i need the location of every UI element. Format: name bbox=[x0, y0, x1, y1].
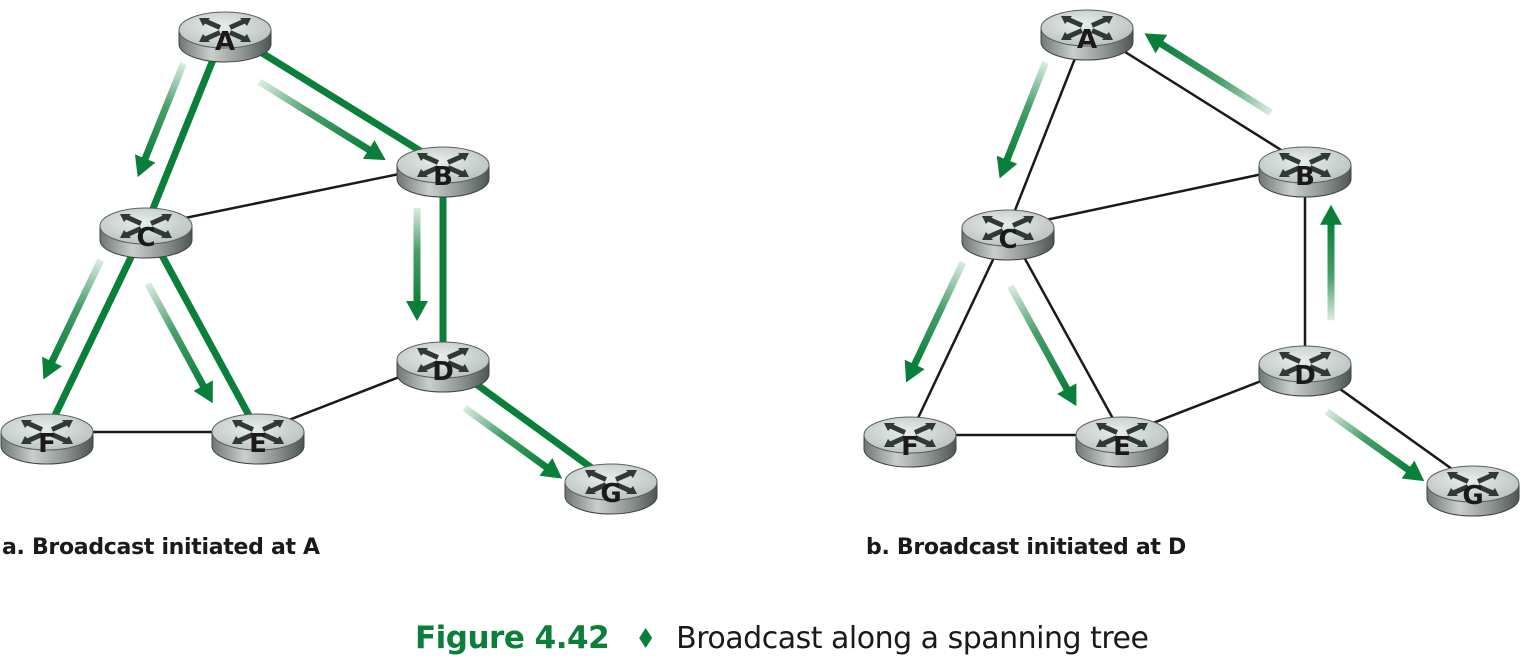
edge-C-E bbox=[142, 222, 262, 436]
router-label: E bbox=[1113, 432, 1131, 462]
router-label: A bbox=[1077, 25, 1097, 55]
router-icon bbox=[120, 213, 172, 239]
router-icon bbox=[884, 422, 936, 448]
router-label: B bbox=[1295, 162, 1315, 192]
router-label: A bbox=[215, 27, 235, 57]
router-icon bbox=[232, 419, 284, 445]
router-label: D bbox=[432, 357, 454, 387]
router-C: C bbox=[99, 207, 193, 259]
router-label: F bbox=[38, 429, 56, 459]
router-icon bbox=[1279, 152, 1331, 178]
router-G: G bbox=[1426, 465, 1520, 517]
router-G: G bbox=[564, 463, 658, 515]
router-icon bbox=[417, 152, 469, 178]
diamond-icon bbox=[639, 628, 653, 648]
figure-caption: Figure 4.42 Broadcast along a spanning t… bbox=[415, 620, 1149, 656]
router-icon bbox=[1279, 351, 1331, 377]
message-arrow-C-F bbox=[42, 258, 104, 380]
router-icon bbox=[417, 347, 469, 373]
panel-a-caption: a. Broadcast initiated at A bbox=[2, 535, 320, 560]
figure-title: Broadcast along a spanning tree bbox=[676, 620, 1149, 656]
message-arrow-C-F bbox=[904, 260, 967, 383]
router-D: D bbox=[1258, 345, 1352, 397]
arrow-layer bbox=[904, 33, 1425, 482]
edge-A-C bbox=[142, 26, 229, 230]
router-icon bbox=[982, 215, 1034, 241]
router-label: F bbox=[901, 432, 919, 462]
figure-number: Figure 4.42 bbox=[415, 620, 610, 656]
panel-a: A B C D E F G bbox=[0, 11, 658, 515]
router-E: E bbox=[1075, 416, 1169, 468]
router-B: B bbox=[396, 146, 490, 198]
edge-C-E bbox=[1006, 226, 1124, 437]
message-arrow-D-B bbox=[1320, 204, 1342, 321]
message-arrow-B-D bbox=[406, 207, 428, 321]
router-E: E bbox=[211, 413, 305, 465]
router-icon bbox=[585, 469, 637, 495]
router-label: B bbox=[433, 162, 453, 192]
router-label: D bbox=[1294, 361, 1316, 391]
message-arrow-B-A bbox=[1144, 33, 1273, 116]
broadcast-diagram: A B C D E F G A B C D E F G bbox=[0, 9, 1520, 517]
message-arrow-D-G bbox=[1324, 408, 1425, 482]
node-layer: A B C D E F G bbox=[863, 9, 1520, 517]
message-arrow-A-B bbox=[257, 78, 386, 161]
message-arrow-A-C bbox=[134, 62, 187, 178]
router-label: C bbox=[998, 225, 1017, 255]
edge-C-B bbox=[1006, 163, 1307, 230]
router-label: E bbox=[249, 429, 267, 459]
message-arrow-A-C bbox=[996, 61, 1049, 179]
edge-C-F bbox=[43, 222, 150, 436]
arrow-layer bbox=[42, 62, 563, 479]
message-arrow-C-E bbox=[1007, 284, 1077, 407]
message-arrow-D-G bbox=[462, 405, 563, 479]
router-icon bbox=[199, 17, 251, 43]
router-icon bbox=[21, 419, 73, 445]
router-label: G bbox=[1462, 481, 1483, 511]
edge-C-F bbox=[908, 226, 1010, 437]
router-A: A bbox=[178, 11, 272, 63]
message-arrow-C-E bbox=[144, 282, 213, 404]
router-D: D bbox=[396, 341, 490, 393]
panel-b: A B C D E F G bbox=[863, 9, 1520, 517]
router-icon bbox=[1096, 422, 1148, 448]
edge-C-B bbox=[144, 163, 445, 228]
router-label: G bbox=[600, 479, 621, 509]
router-A: A bbox=[1040, 9, 1134, 61]
router-F: F bbox=[0, 413, 94, 465]
router-icon bbox=[1061, 15, 1113, 41]
router-label: C bbox=[136, 223, 155, 253]
router-icon bbox=[1447, 471, 1499, 497]
router-B: B bbox=[1258, 146, 1352, 198]
edge-A-C bbox=[1006, 26, 1089, 230]
router-F: F bbox=[863, 416, 957, 468]
panel-b-caption: b. Broadcast initiated at D bbox=[866, 535, 1186, 560]
router-C: C bbox=[961, 209, 1055, 261]
node-layer: A B C D E F G bbox=[0, 11, 658, 515]
